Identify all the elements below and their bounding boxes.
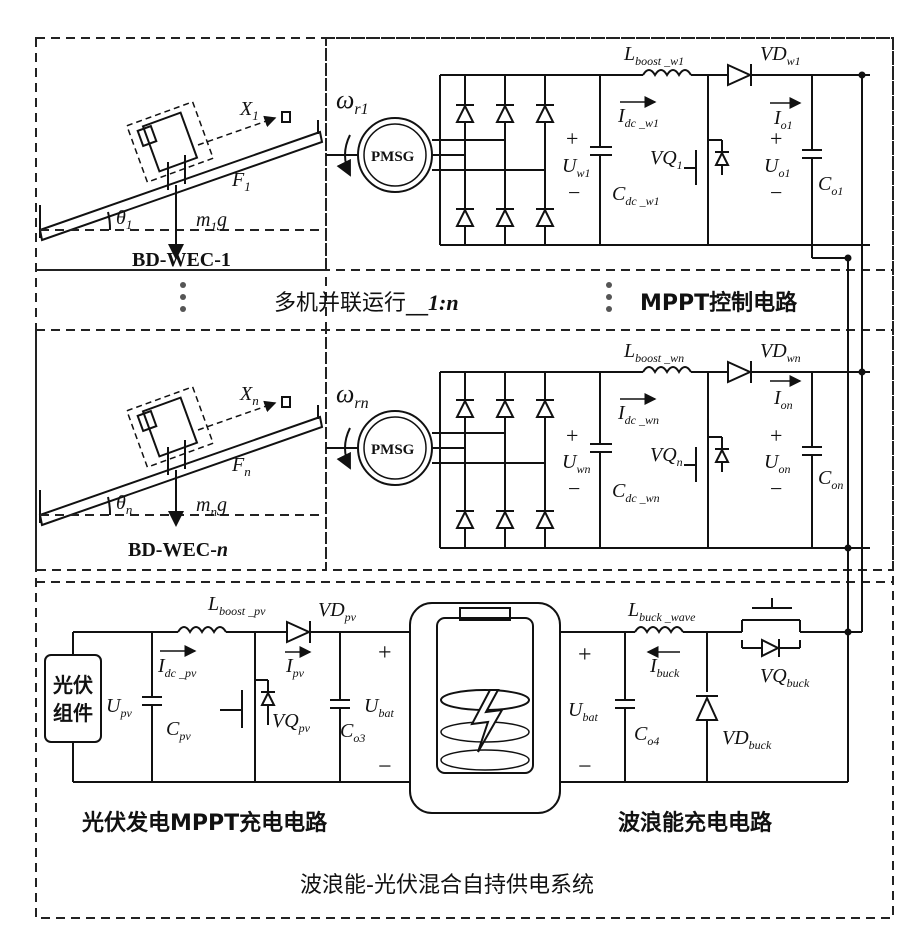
wec1-mg-label: m1g	[196, 209, 227, 234]
omega-r1-label: ωr1	[336, 85, 369, 118]
L-boost-pv-label: Lboost _pv	[207, 593, 266, 618]
wave-bat-minus: −	[578, 754, 592, 780]
I-pv-label: Ipv	[285, 655, 305, 680]
generator-n	[326, 411, 545, 485]
U-bat-left-label: Ubat	[364, 695, 394, 720]
I-dc-pv-label: Idc _pv	[157, 655, 197, 680]
ellipsis-dots-right	[606, 282, 612, 312]
wec1-f-label: F1	[231, 169, 251, 194]
I-on-label: Ion	[773, 387, 793, 412]
U-o1-plus: +	[770, 126, 782, 151]
wec1-x-label: X1	[239, 98, 259, 123]
parallel-label: 多机并联运行__1:n	[274, 290, 459, 316]
wec1-theta-label: θ1	[116, 207, 132, 232]
U-pv-label: Upv	[106, 695, 132, 720]
boost-converter-n	[590, 361, 870, 548]
C-dc-w1-label: Cdc _w1	[612, 183, 660, 208]
wec1-mechanism	[40, 102, 322, 258]
wecn-mg-label: mng	[196, 494, 227, 519]
pv-module-label-1: 光伏	[52, 673, 93, 697]
U-o1-minus: −	[770, 180, 782, 205]
dc-bus	[812, 72, 866, 636]
VD-w1-label: VDw1	[760, 43, 801, 68]
wecn-f-label: Fn	[231, 454, 251, 479]
I-dc-wn-label: Idc _wn	[617, 402, 659, 427]
C-o4-label: Co4	[634, 723, 659, 748]
U-w1-label: Uw1	[562, 155, 590, 180]
VQ1-label: VQ1	[650, 147, 683, 172]
omega-rn-label: ωrn	[336, 379, 369, 412]
generator-1	[326, 118, 545, 192]
U-wn-plus: +	[566, 423, 578, 448]
wec1-title: BD-WEC-1	[132, 249, 231, 271]
I-dc-w1-label: Idc _w1	[617, 105, 659, 130]
U-w1-plus: +	[566, 126, 578, 151]
wave-bat-plus: +	[578, 642, 592, 668]
wecn-title: BD-WEC-n	[128, 539, 228, 561]
C-on-label: Con	[818, 467, 843, 492]
ellipsis-dots-left	[180, 282, 186, 312]
L-boost-w1-label: Lboost _w1	[623, 43, 684, 68]
pv-module-box	[45, 655, 101, 742]
pv-module-label-2: 组件	[53, 701, 93, 725]
U-w1-minus: −	[568, 180, 580, 205]
U-on-label: Uon	[764, 451, 790, 476]
pv-bat-minus: −	[378, 754, 392, 780]
pv-caption: 光伏发电MPPT充电电路	[81, 810, 328, 836]
system-caption: 波浪能-光伏混合自持供电系统	[300, 873, 594, 898]
C-dc-wn-label: Cdc _wn	[612, 480, 660, 505]
L-buck-wave-label: Lbuck _wave	[627, 599, 696, 624]
wecn-mechanism	[40, 387, 322, 525]
U-on-plus: +	[770, 423, 782, 448]
wecn-x-label: Xn	[239, 383, 259, 408]
C-o1-label: Co1	[818, 173, 843, 198]
pv-boost-circuit	[73, 621, 410, 782]
wave-buck-circuit	[560, 598, 848, 782]
U-bat-right-label: Ubat	[568, 699, 598, 724]
boost-converter-1	[590, 64, 870, 245]
C-pv-label: Cpv	[166, 718, 191, 743]
wave-caption: 波浪能充电电路	[618, 810, 773, 836]
U-o1-label: Uo1	[764, 155, 790, 180]
pmsg-1-label: PMSG	[371, 149, 415, 165]
C-o3-label: Co3	[340, 720, 365, 745]
VQ-pv-label: VQpv	[272, 710, 311, 735]
VD-wn-label: VDwn	[760, 340, 801, 365]
wecn-theta-label: θn	[116, 492, 132, 517]
VD-buck-label: VDbuck	[722, 727, 772, 752]
VD-pv-label: VDpv	[318, 599, 357, 624]
I-buck-label: Ibuck	[649, 655, 680, 680]
L-boost-wn-label: Lboost _wn	[623, 340, 684, 365]
U-wn-label: Uwn	[562, 451, 590, 476]
U-on-minus: −	[770, 476, 782, 501]
pmsg-n-label: PMSG	[371, 442, 415, 458]
mppt-label: MPPT控制电路	[640, 290, 798, 316]
U-wn-minus: −	[568, 476, 580, 501]
battery-icon	[410, 603, 560, 813]
VQ-buck-label: VQbuck	[760, 665, 810, 690]
pv-bat-plus: +	[378, 640, 392, 666]
VQn-label: VQn	[650, 444, 683, 469]
